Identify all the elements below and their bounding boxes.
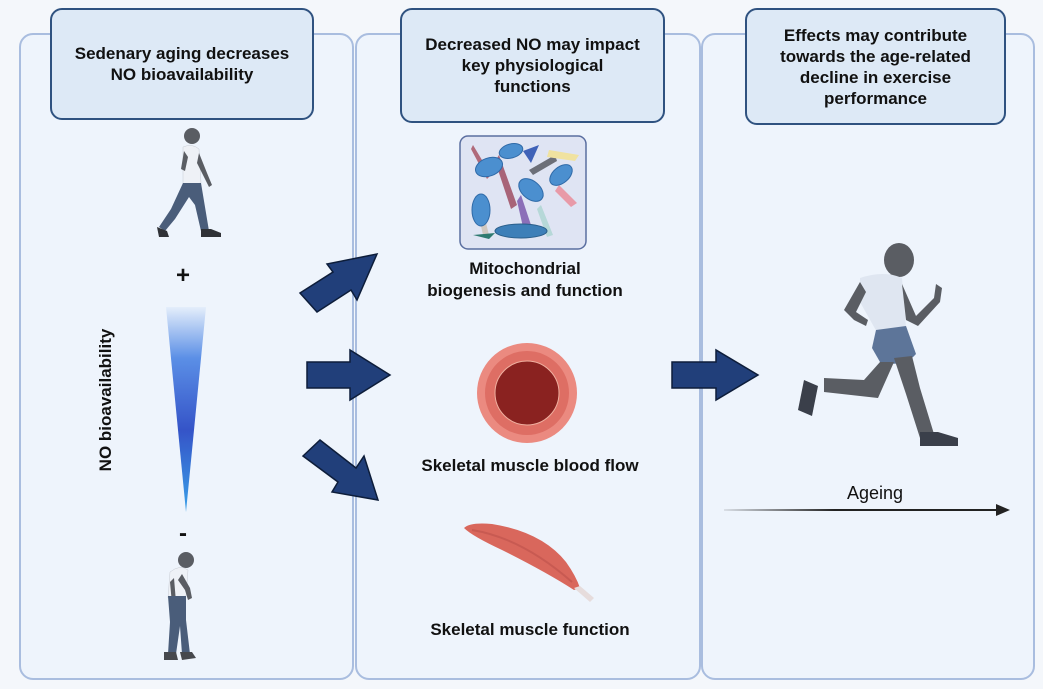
young-walking-person-icon (157, 128, 221, 237)
elderly-stooped-person-icon (164, 552, 196, 660)
arrow-right (306, 348, 392, 402)
blood-flow-label: Skeletal muscle blood flow (421, 456, 639, 475)
header-functions: Decreased NO may impact key physiologica… (400, 8, 665, 123)
ageing-timeline-arrow (724, 504, 1010, 516)
arrow-down-right (301, 439, 380, 501)
skeletal-muscle-icon (464, 523, 594, 602)
header-aging: Sedenary aging decreases NO bioavailabil… (50, 8, 314, 120)
ageing-timeline-label: Ageing (846, 483, 904, 503)
no-bioavailability-axis-label: NO bioavailability (96, 328, 115, 472)
blood-vessel-cross-section-icon (477, 343, 577, 443)
muscle-function-label: Skeletal muscle function (430, 620, 630, 639)
running-person-icon (798, 243, 958, 446)
panel-effects (701, 33, 1035, 680)
no-gradient-wedge-icon (166, 307, 206, 512)
mitochondrial-function-label: Mitochondrial biogenesis and function (427, 259, 623, 300)
mitochondria-icon (459, 135, 587, 250)
arrow-right-to-effects (671, 348, 760, 402)
arrow-up-right (298, 252, 379, 313)
minus-sign: - (179, 520, 187, 547)
header-effects: Effects may contribute towards the age-r… (745, 8, 1006, 125)
plus-sign: + (176, 262, 191, 289)
